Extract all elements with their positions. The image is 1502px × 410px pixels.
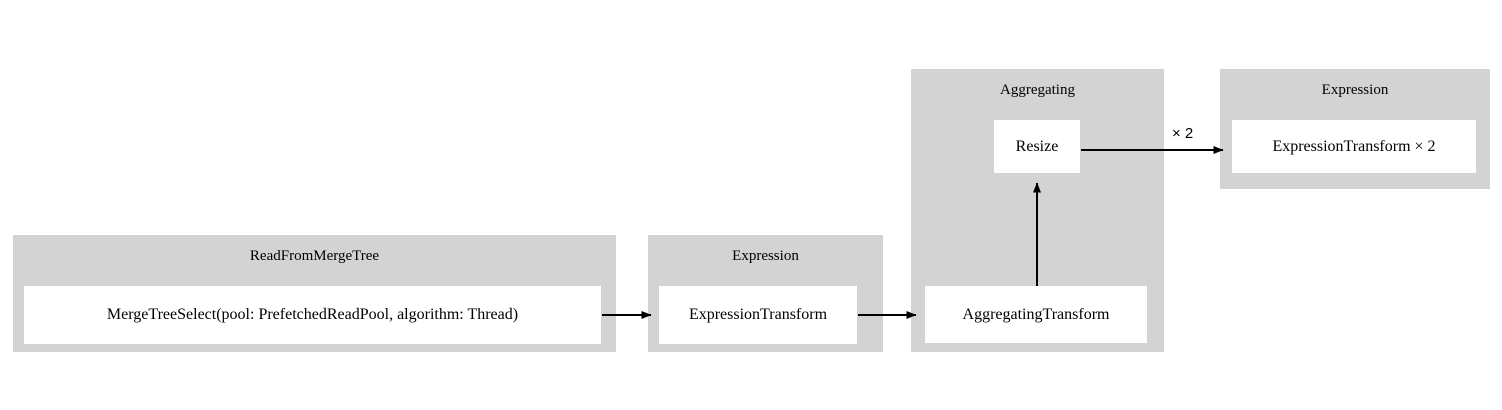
node-resize[interactable]: Resize: [994, 120, 1080, 173]
node-label-aggregating-transform: AggregatingTransform: [962, 305, 1110, 323]
cluster-title-read-from-merge-tree: ReadFromMergeTree: [249, 248, 380, 264]
cluster-title-aggregating: Aggregating: [1000, 82, 1075, 98]
cluster-title-expression-left: Expression: [732, 248, 799, 264]
node-label-expression-transform: ExpressionTransform: [688, 306, 828, 324]
edge-label-resize-to-expression-x2: × 2: [1172, 125, 1194, 142]
node-expression-transform[interactable]: ExpressionTransform: [659, 286, 857, 344]
node-merge-tree-select[interactable]: MergeTreeSelect(pool: PrefetchedReadPool…: [24, 286, 601, 344]
cluster-title-expression-right: Expression: [1321, 82, 1389, 98]
node-aggregating-transform[interactable]: AggregatingTransform: [925, 286, 1147, 343]
node-label-resize: Resize: [1015, 137, 1059, 155]
node-expression-transform-x2[interactable]: ExpressionTransform × 2: [1232, 120, 1476, 173]
node-label-expression-transform-x2: ExpressionTransform × 2: [1272, 137, 1436, 155]
node-label-merge-tree-select: MergeTreeSelect(pool: PrefetchedReadPool…: [106, 306, 519, 324]
